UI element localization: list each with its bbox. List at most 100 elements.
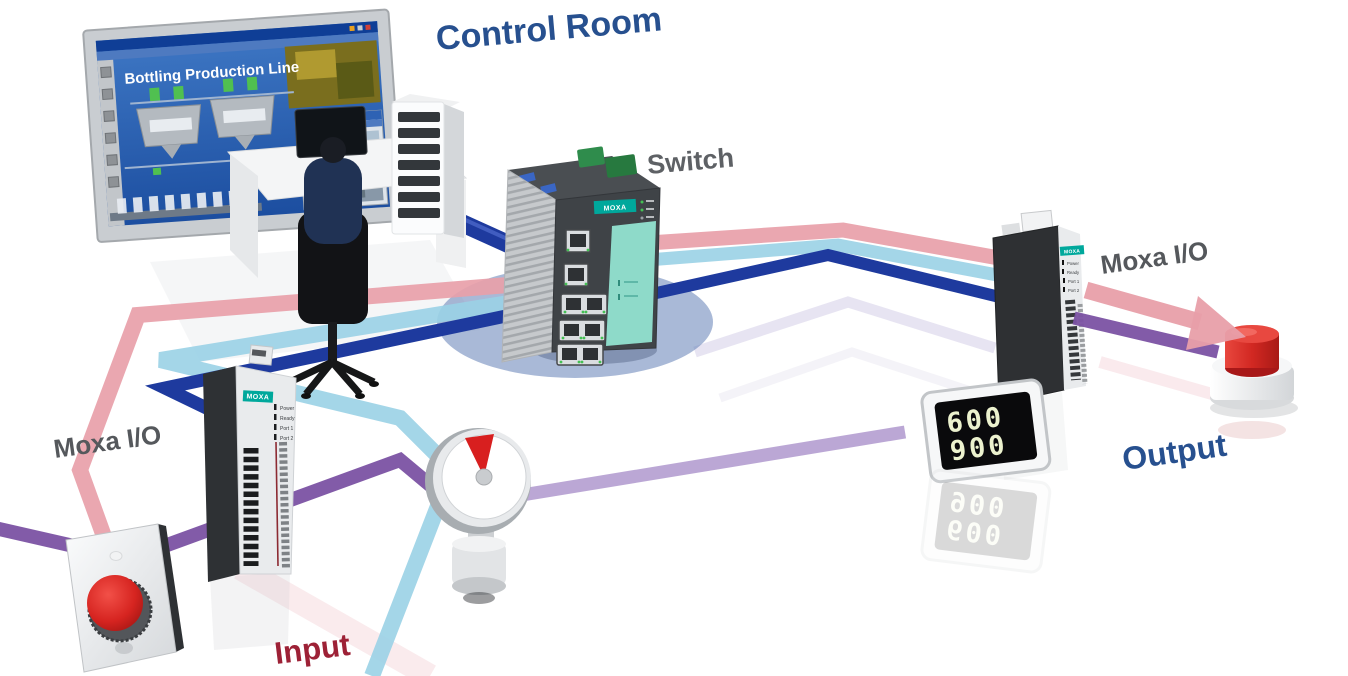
label-output: Output	[1120, 427, 1229, 477]
moxa-logo-badge	[1059, 245, 1085, 256]
switch-terminal-block	[577, 146, 605, 168]
operator-head	[320, 137, 346, 163]
screen-photo-detail	[335, 60, 375, 100]
io-dark-body	[992, 225, 1065, 405]
switch-ribbed-side	[501, 169, 557, 363]
scada-valve	[152, 167, 162, 176]
flow-purple-mid	[453, 425, 907, 513]
toolbar-icon	[101, 88, 114, 101]
switch-mint-panel	[606, 221, 656, 346]
ethernet-switch: MOXA	[501, 146, 661, 366]
label-moxa-io-output: Moxa I/O	[1099, 235, 1210, 280]
flow-cyan-left	[158, 288, 554, 676]
toolbar-icon	[100, 66, 112, 79]
moxa-logo-text: MOXA	[603, 204, 626, 212]
display-screen	[934, 391, 1038, 470]
server-side	[444, 104, 464, 238]
button-screw	[109, 551, 123, 561]
io-terminal-strip-dark	[1065, 299, 1081, 381]
gauge-base-top	[452, 536, 506, 552]
window-close-icon	[365, 24, 371, 31]
buzzer-reflection	[1218, 421, 1286, 439]
moxa-io-module-output: MOXA Power Ready Port 1 Port 2	[992, 209, 1088, 405]
switch-rj45-pair	[556, 343, 604, 366]
svg-text:Ready: Ready	[280, 416, 295, 422]
svg-text:Port 1: Port 1	[1068, 279, 1080, 284]
output-arrow-pink	[1083, 281, 1246, 350]
scada-tank-1	[136, 85, 202, 159]
toolbar-icon	[103, 110, 115, 122]
pink-arrowhead	[1186, 296, 1246, 350]
io-wire-channel	[275, 441, 279, 567]
svg-text:Port 1: Port 1	[280, 426, 294, 432]
switch-rj45-pair	[558, 319, 606, 342]
pink-arrow-body	[1083, 281, 1203, 331]
io-terminal-strip-light	[279, 441, 290, 569]
gauge-base-bottom	[452, 577, 506, 595]
svg-text:Power: Power	[280, 406, 295, 412]
label-switch: Switch	[646, 143, 735, 180]
gauge	[425, 428, 531, 604]
pale-ghost-band	[718, 347, 982, 403]
chair-base	[288, 358, 376, 397]
io-led-labels: Power Ready Port 1 Port 2	[274, 404, 295, 442]
window-min-icon	[349, 25, 355, 32]
switch-rj45-pair	[560, 293, 608, 316]
flow-navy-right	[623, 248, 1038, 312]
svg-text:Ready: Ready	[1067, 270, 1080, 275]
svg-text:Power: Power	[1067, 261, 1079, 266]
digital-display: 600 900	[920, 378, 1052, 484]
display-value-1: 600	[945, 402, 1006, 440]
alarm-buzzer	[1210, 325, 1298, 418]
toolbar-icon	[106, 154, 119, 166]
server-slots	[398, 112, 440, 218]
switch-terminal-block	[605, 154, 637, 178]
operator-torso	[304, 158, 362, 244]
moxa-logo-text: MOXA	[246, 393, 269, 401]
lavender-ghost-band	[693, 296, 997, 358]
control-room-scene: Bottling Production Line	[82, 8, 468, 399]
moxa-logo-text: MOXA	[1064, 248, 1081, 255]
button-red-cap	[87, 575, 143, 631]
gauge-foot	[463, 592, 495, 604]
flow-purple-input	[145, 452, 460, 559]
moxa-logo-badge	[593, 198, 637, 215]
toolbar-icon	[104, 132, 117, 144]
window-max-icon	[357, 25, 363, 31]
label-moxa-io-input: Moxa I/O	[52, 419, 163, 464]
io-led-labels: Power Ready Port 1 Port 2	[1062, 260, 1080, 293]
server-tower	[391, 94, 464, 238]
operator	[285, 137, 379, 399]
moxa-io-module-input: MOXA Power Ready Port 1 Port 2	[203, 344, 297, 582]
io-side-panel	[203, 366, 240, 582]
label-control-room: Control Room	[434, 0, 663, 58]
toolbar-icon	[107, 176, 120, 188]
io-terminal-strip-light	[1077, 303, 1088, 385]
moxa-logo-badge	[242, 390, 274, 403]
switch-rj45-single-2	[563, 263, 589, 287]
svg-text:Port 2: Port 2	[280, 436, 294, 442]
switch-leds	[640, 200, 654, 220]
chair-pole	[328, 322, 337, 364]
switch-mint-panel-marks	[618, 280, 638, 300]
scada-conveyor	[109, 202, 263, 222]
button-shadow-dot	[115, 642, 133, 654]
flow-pink-right	[617, 222, 1034, 272]
desk-leg-left	[230, 154, 258, 278]
left-module-reflection	[210, 572, 290, 650]
display-reflection	[919, 467, 1053, 575]
svg-text:Port 2: Port 2	[1068, 288, 1080, 293]
io-top-connector-small	[1001, 222, 1021, 236]
gauge-base-body	[452, 542, 506, 586]
gauge-hub	[475, 468, 493, 486]
push-button	[65, 523, 184, 673]
flow-cyan-right	[609, 238, 1036, 289]
switch-top-port	[540, 183, 557, 195]
switch-rj45-single-1	[565, 229, 591, 253]
display-value-2: 900	[948, 429, 1009, 467]
screen-photo-detail	[295, 49, 337, 80]
pink-ghost-band	[234, 557, 436, 676]
io-top-connector-slot	[251, 349, 267, 357]
